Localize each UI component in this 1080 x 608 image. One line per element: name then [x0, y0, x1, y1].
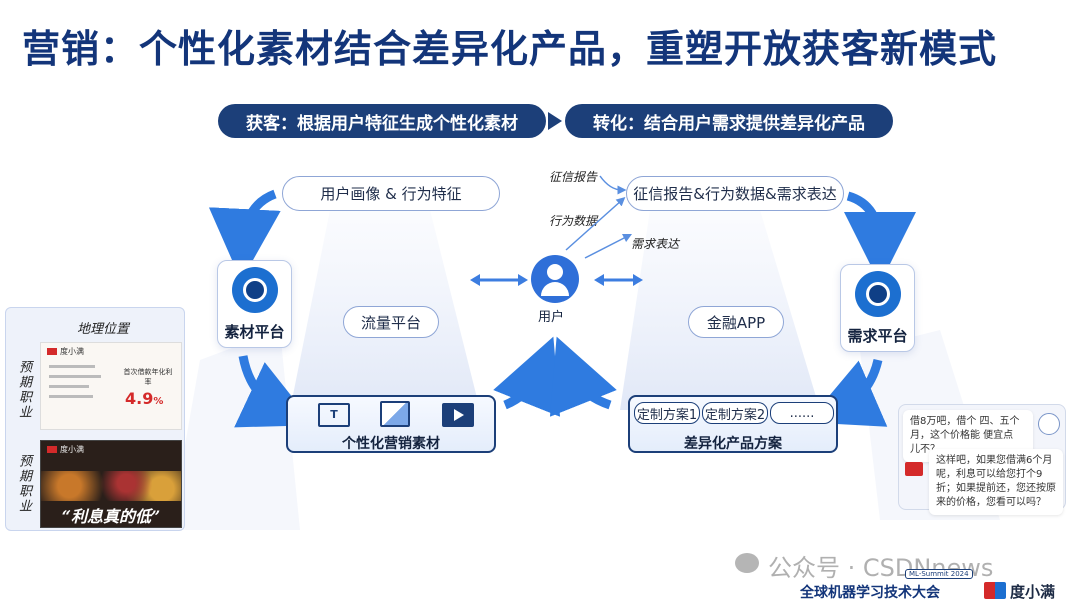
scheme-chip-more: ...... — [770, 402, 834, 424]
scheme-chip-2: 定制方案2 — [702, 402, 768, 424]
annotation-behavior-data: 行为数据 — [549, 214, 598, 228]
chat-answer: 这样吧，如果您借满6个月呢，利息可以给您打个9折；如果提前还，您还按原来的价格，… — [929, 449, 1063, 515]
banner-convert: 转化：结合用户需求提供差异化产品 — [565, 104, 893, 138]
marketing-material-box: T 个性化营销素材 — [286, 395, 496, 453]
customer-avatar-icon — [1038, 413, 1060, 435]
ad-examples-panel: 地理位置 预期职业 预期职业 度小满 首次借款年化利率 4.9% 度小满 “利息… — [5, 307, 185, 531]
ad-card-1: 度小满 首次借款年化利率 4.9% — [40, 342, 182, 430]
demand-platform: 需求平台 — [840, 264, 915, 352]
material-platform-icon — [231, 266, 278, 313]
ad2-slogan: “利息真的低” — [61, 507, 161, 526]
ad1-brand: 度小满 — [60, 347, 84, 356]
conference-tag: ML-Summit 2024 — [905, 569, 973, 579]
annotation-demand: 需求表达 — [631, 237, 680, 251]
product-scheme-label: 差异化产品方案 — [684, 436, 782, 452]
image-icon — [380, 401, 410, 427]
user-label: 用户 — [538, 310, 565, 325]
profile-pill: 用户画像 & 行为特征 — [282, 176, 500, 211]
geo-annotation: 地理位置 — [77, 322, 130, 337]
product-scheme-box: 定制方案1 定制方案2 ...... 差异化产品方案 — [628, 395, 838, 453]
banner-arrow-icon — [548, 112, 562, 130]
credit-pill: 征信报告&行为数据&需求表达 — [626, 176, 844, 211]
user-icon — [531, 255, 579, 303]
ad1-rate-caption: 首次借款年化利率 — [123, 368, 173, 386]
demand-platform-icon — [854, 270, 901, 317]
marketing-material-label: 个性化营销素材 — [342, 436, 440, 452]
video-icon — [442, 403, 474, 427]
footer-brand: 度小满 — [1010, 583, 1056, 601]
scheme-chip-1: 定制方案1 — [634, 402, 700, 424]
material-platform: 素材平台 — [217, 260, 292, 348]
ad-card-2: 度小满 “利息真的低” — [40, 440, 182, 528]
brand-logo-footer-icon — [984, 582, 1006, 599]
page-title: 营销：个性化素材结合差异化产品，重塑开放获客新模式 — [22, 27, 998, 71]
wechat-icon — [735, 553, 759, 573]
job-annotation-1: 预期职业 — [16, 360, 31, 420]
agent-logo-icon — [905, 462, 923, 476]
annotation-credit-report: 征信报告 — [549, 170, 598, 184]
ad1-rate: 4.9% — [125, 389, 164, 408]
ad2-brand: 度小满 — [60, 445, 84, 454]
demand-platform-label: 需求平台 — [847, 326, 908, 345]
job-annotation-2: 预期职业 — [16, 454, 31, 514]
banner-acquire: 获客：根据用户特征生成个性化素材 — [218, 104, 546, 138]
material-platform-label: 素材平台 — [224, 322, 285, 341]
conference-name: 全球机器学习技术大会 — [800, 585, 940, 601]
chat-panel: 借8万吧，借个 四、五个月，这个价格能 便宜点 儿不？ 这样吧，如果您借满6个月… — [898, 404, 1066, 515]
text-icon: T — [318, 403, 350, 427]
brand-logo-icon-2 — [47, 446, 57, 453]
finance-app-pill: 金融APP — [688, 306, 784, 338]
flow-platform-pill: 流量平台 — [343, 306, 439, 338]
brand-logo-icon — [47, 348, 57, 355]
